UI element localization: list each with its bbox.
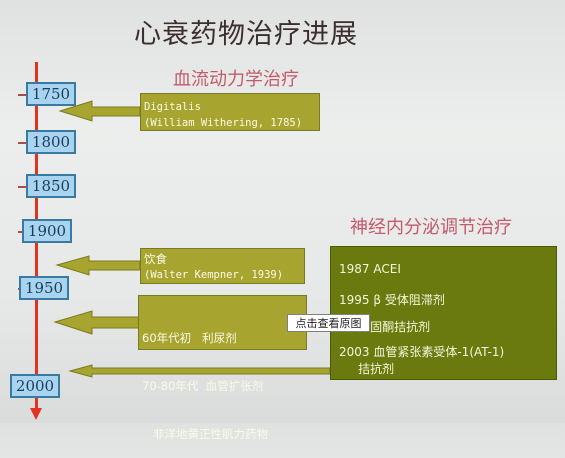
box-digitalis-line: Digitalis [144,101,201,113]
box-diet: 饮食 (Walter Kempner, 1939) [140,248,305,284]
year-1900: 1900 [22,219,72,243]
box-drugs: 60年代初 利尿剂 70-80年代 血管扩张剂 非洋地黄正性肌力药物 [138,295,307,441]
timeline-arrow-head [30,408,42,420]
box-neuro-line: 2003 血管紧张素受体-1(AT-1) [339,345,505,359]
box-neuro-line: 1995 β 受体阻滞剂 [339,293,445,307]
box-drugs-line: 70-80年代 血管扩张剂 [142,379,264,393]
year-1750: 1750 [26,82,76,106]
box-neurohormonal: 1987 ACEI 1995 β 受体阻滞剂 醛固酮拮抗剂 2003 血管紧张素… [330,246,557,380]
box-neuro-line: 醛固酮拮抗剂 [339,320,431,334]
year-1950: 1950 [19,276,69,300]
box-neuro-line: 拮抗剂 [339,362,395,376]
box-digitalis-line: (William Withering, 1785) [144,117,303,129]
arrow-drugs [53,310,141,335]
view-original-tooltip[interactable]: 点击查看原图 [287,314,370,332]
year-2000: 2000 [10,374,60,398]
box-diet-line: (Walter Kempner, 1939) [144,269,284,281]
year-1850: 1850 [26,174,76,198]
page-title: 心衰药物治疗进展 [134,19,358,50]
subtitle-hemodynamic: 血流动力学治疗 [173,69,299,90]
event-arrows [53,100,331,378]
box-drugs-line: 非洋地黄正性肌力药物 [142,427,268,441]
box-diet-line: 饮食 [144,252,167,266]
arrow-diet [55,255,141,276]
subtitle-neurohormonal: 神经内分泌调节治疗 [350,217,512,238]
box-digitalis: Digitalis (William Withering, 1785) [140,93,320,131]
year-1800: 1800 [26,130,76,154]
box-drugs-line: 60年代初 利尿剂 [142,331,237,345]
box-neuro-line: 1987 ACEI [339,262,401,276]
arrow-digitalis [58,100,141,122]
